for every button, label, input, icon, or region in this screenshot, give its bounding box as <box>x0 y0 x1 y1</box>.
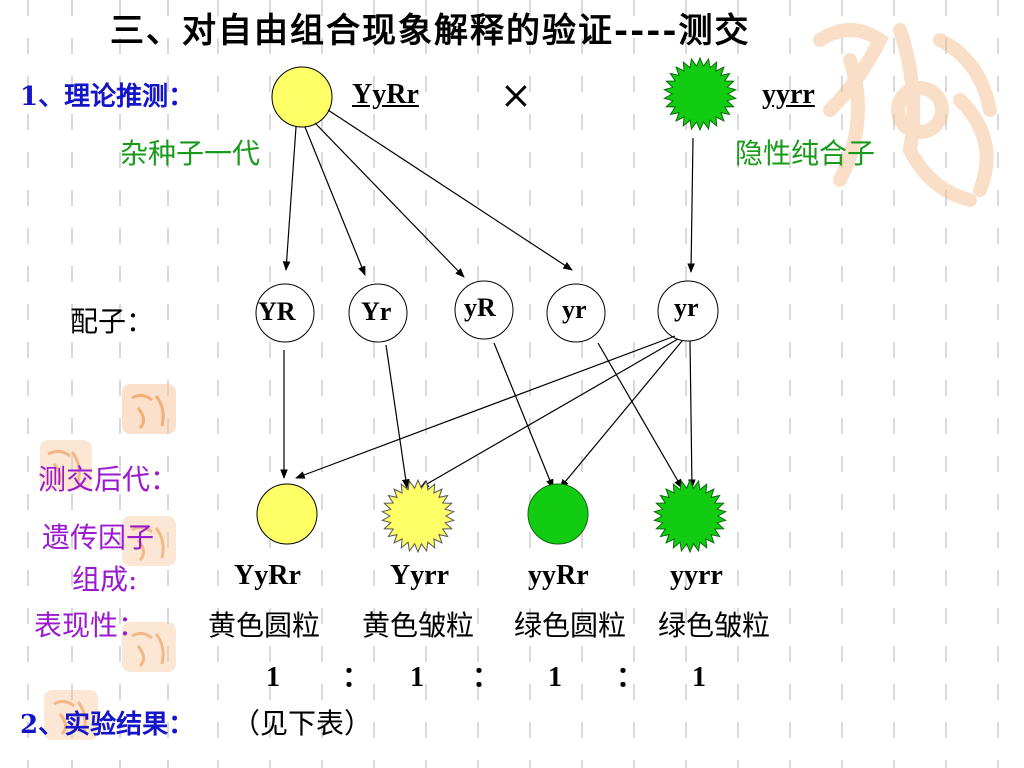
phenotype-1: 黄色圆粒 <box>208 609 321 642</box>
gamete-circle-yr <box>546 283 606 343</box>
gamete-circle-parent2-yr <box>657 280 719 342</box>
decorative-seal-small-1 <box>122 384 176 434</box>
phenotype-3: 绿色圆粒 <box>514 609 627 642</box>
parent1-yellow-round-pea <box>271 66 333 128</box>
ratio-sep-2: ： <box>472 662 501 693</box>
ratio-2: 1 <box>410 662 424 693</box>
gamete-label-yr: yr <box>562 295 587 324</box>
gamete-label-Yr: Yr <box>361 297 392 326</box>
parent2-name: 隐性纯合子 <box>735 137 876 170</box>
decorative-seal-small-4 <box>122 622 176 672</box>
cross-symbol: × <box>500 73 532 117</box>
ratio-1: 1 <box>266 662 280 693</box>
phenotype-label: 表现性： <box>34 609 147 642</box>
ratio-sep-3: ： <box>616 662 645 693</box>
decorative-seal-large <box>813 23 997 207</box>
offspring-green-wrinkled-pea <box>653 478 727 554</box>
gamete-circle-YR <box>255 283 315 343</box>
parent2-genotype: yyrr <box>762 79 815 110</box>
gamete-circle-Yr <box>348 283 408 343</box>
parent2-gamete-arrow <box>687 137 695 273</box>
gamete-label-YR: YR <box>258 297 296 326</box>
phenotype-2: 黄色皱粒 <box>362 609 475 642</box>
gamete-label-parent2-yr: yr <box>674 293 699 322</box>
parent1-name: 杂种子一代 <box>120 137 261 170</box>
gamete-offspring-arrows <box>280 335 696 489</box>
section2-label: 2、实验结果： <box>20 710 195 740</box>
parent1-genotype: YyRr <box>352 79 419 110</box>
ratio-sep-1: ： <box>342 662 371 693</box>
section1-label: 1、理论推测： <box>20 82 195 112</box>
gamete-label-yR: yR <box>464 293 496 322</box>
gamete-circle-yR <box>454 280 514 340</box>
page-title: 三、对自由组合现象解释的验证----测交 <box>110 11 751 51</box>
ratio-3: 1 <box>548 662 562 693</box>
offspring-genotype-4: yyrr <box>670 560 723 591</box>
gametes-label: 配子： <box>70 305 155 338</box>
section2-note: （见下表） <box>232 707 373 740</box>
offspring-yellow-wrinkled-pea <box>381 478 455 554</box>
offspring-yellow-round-pea <box>256 483 318 545</box>
offspring-genotype-1: YyRr <box>234 560 301 591</box>
genotype-label-line1: 遗传因子 <box>42 521 155 554</box>
offspring-genotype-2: Yyrr <box>390 560 450 591</box>
offspring-genotype-3: yyRr <box>528 560 589 591</box>
phenotype-4: 绿色皱粒 <box>658 609 771 642</box>
ratio-4: 1 <box>692 662 706 693</box>
decorative-seal-small-2 <box>40 440 92 490</box>
parent1-gamete-arrows <box>282 109 573 278</box>
decorative-seal-small-3 <box>122 516 176 566</box>
offspring-label: 测交后代： <box>38 463 179 496</box>
parent2-green-wrinkled-pea <box>663 56 737 132</box>
offspring-green-round-pea <box>527 483 589 545</box>
genotype-label-line2: 组成: <box>72 563 138 596</box>
decorative-seal-small-5 <box>44 690 98 740</box>
